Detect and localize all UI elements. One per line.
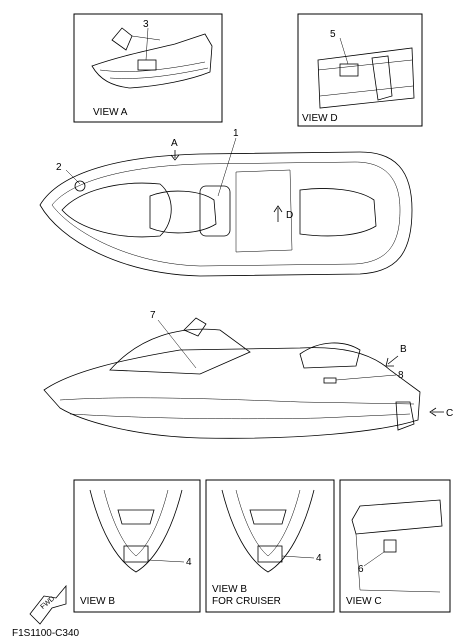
arrow-b-icon (385, 355, 399, 367)
view-d-inset: 5 VIEW D (297, 13, 423, 127)
view-b-inset: 4 VIEW B (73, 479, 201, 613)
view-b-cruiser-label-3 (257, 545, 283, 563)
view-b-cruiser-caption-1: VIEW B (212, 584, 247, 595)
label-8-marker (323, 377, 337, 384)
footwell (235, 169, 293, 253)
view-b-cruiser-caption-2: FOR CRUISER (212, 596, 281, 607)
callout-3: 3 (143, 19, 149, 30)
view-c-frame (339, 479, 451, 613)
view-b-cruiser-inset: 4 VIEW B FOR CRUISER (205, 479, 335, 613)
view-d-caption: VIEW D (302, 113, 338, 124)
stern-seat-side (299, 342, 361, 369)
seat-side (109, 328, 251, 375)
handlebar-top (199, 185, 231, 237)
view-d-label-5 (339, 63, 359, 77)
arrow-c-icon (429, 407, 444, 417)
view-c-caption: VIEW C (346, 596, 382, 607)
hull-outline-top (39, 151, 413, 277)
arrow-a-label: A (171, 138, 178, 149)
side-view-watercraft: 7 8 B C (43, 310, 453, 439)
hull-outline-side (43, 347, 421, 439)
view-d-panel (317, 47, 415, 109)
hatch-cap (74, 180, 86, 192)
seat-top (149, 190, 217, 234)
arrow-b-label: B (400, 344, 407, 355)
callout-5: 5 (330, 29, 336, 40)
view-a-hull (91, 33, 213, 89)
arrow-d-icon (273, 205, 283, 222)
view-b-caption: VIEW B (80, 596, 115, 607)
stern-deck (299, 188, 377, 237)
callout-2: 2 (56, 162, 62, 173)
callout-7: 7 (150, 310, 156, 321)
callout-4: 4 (186, 557, 192, 568)
top-view-watercraft: 2 1 A D (39, 128, 413, 277)
view-c-label-6 (383, 539, 397, 553)
arrow-c-label: C (446, 408, 453, 419)
callout-4-cruiser: 4 (316, 553, 322, 564)
view-b-label-3 (123, 545, 149, 563)
handlebar-side (183, 317, 207, 337)
callout-6: 6 (358, 564, 364, 575)
transom (395, 401, 415, 431)
view-a-inset: 3 VIEW A (73, 13, 223, 123)
view-a-caption: VIEW A (93, 107, 128, 118)
callout-1: 1 (233, 128, 239, 139)
fwd-arrow-icon: FWD (29, 584, 67, 625)
view-a-label-3 (137, 59, 157, 71)
view-c-inset: 6 VIEW C (339, 479, 451, 613)
view-d-frame (297, 13, 423, 127)
arrow-d-label: D (286, 210, 293, 221)
figure-code: F1S1100-C340 (12, 628, 80, 639)
bow-deck (61, 182, 172, 238)
arrow-a-icon (170, 150, 180, 161)
callout-8: 8 (398, 370, 404, 381)
view-d-bracket (371, 55, 393, 101)
